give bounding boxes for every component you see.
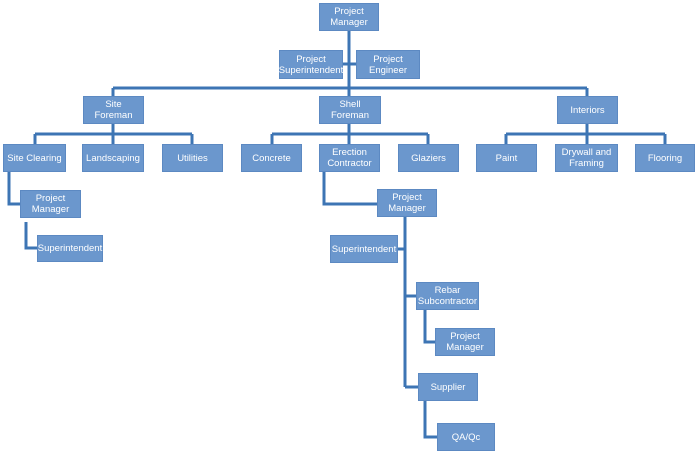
connector-site-pm-superintendent <box>24 222 37 250</box>
node-erection-superintendent: Superintendent <box>330 235 398 263</box>
node-rebar-project-manager: Project Manager <box>435 328 495 356</box>
connector-rebar-pm <box>423 310 435 344</box>
node-site-clearing: Site Clearing <box>3 144 66 172</box>
node-utilities: Utilities <box>162 144 223 172</box>
node-flooring: Flooring <box>635 144 695 172</box>
node-project-engineer: Project Engineer <box>356 50 420 79</box>
node-glaziers: Glaziers <box>398 144 459 172</box>
node-project-manager-top: Project Manager <box>319 3 379 31</box>
node-rebar-subcontractor: Rebar Subcontractor <box>416 282 479 310</box>
node-site-foreman: Site Foreman <box>83 96 144 124</box>
connector-supplier-qa <box>423 401 437 439</box>
node-drywall-framing: Drywall and Framing <box>555 144 618 172</box>
node-landscaping: Landscaping <box>82 144 144 172</box>
node-supplier: Supplier <box>418 373 478 401</box>
node-qa-qc: QA/Qc <box>437 423 495 451</box>
node-site-clearing-superintendent: Superintendent <box>37 235 103 262</box>
node-erection-project-manager: Project Manager <box>377 189 437 217</box>
node-site-clearing-project-manager: Project Manager <box>20 190 81 218</box>
node-concrete: Concrete <box>241 144 302 172</box>
connector-erection-pm <box>322 172 377 206</box>
node-paint: Paint <box>476 144 537 172</box>
node-shell-foreman: Shell Foreman <box>319 96 381 124</box>
node-interiors: Interiors <box>557 96 618 124</box>
node-erection-contractor: Erection Contractor <box>319 144 380 172</box>
connector-site-clearing-pm <box>7 172 20 206</box>
node-project-superintendent: Project Superintendent <box>279 50 343 79</box>
